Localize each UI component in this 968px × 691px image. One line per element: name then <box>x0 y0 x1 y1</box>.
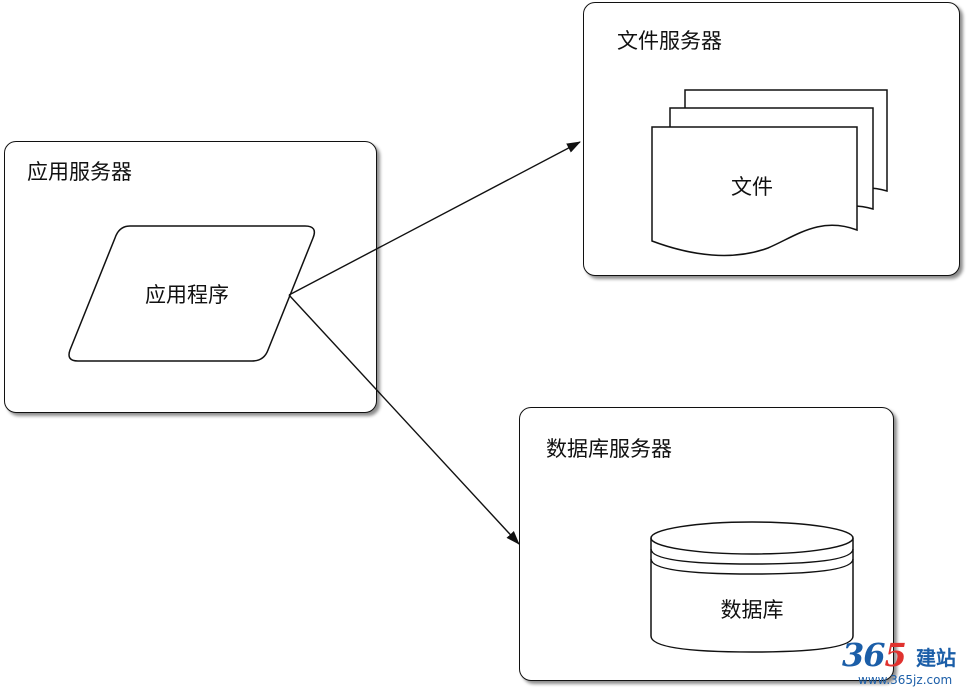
watermark-url: www.365jz.com <box>858 673 953 687</box>
database-cylinder <box>650 521 854 653</box>
database-label: 数据库 <box>720 598 784 622</box>
database-cylinder-band-2 <box>650 558 854 575</box>
watermark-digit: 3 <box>842 636 864 674</box>
file-label: 文件 <box>731 175 773 199</box>
watermark-logo: 365 建站 www.365jz.com <box>838 636 964 688</box>
file-document-stack <box>651 89 888 257</box>
watermark-digit: 6 <box>863 636 885 674</box>
watermark-digits: 365 <box>842 636 907 674</box>
database-cylinder-body <box>650 538 854 653</box>
arrow-to-db-server <box>288 294 520 545</box>
app-server-title: 应用服务器 <box>27 160 132 184</box>
watermark-text: 建站 <box>916 646 956 670</box>
file-document-front <box>651 126 858 257</box>
application-program-shape <box>68 225 316 362</box>
db-server-title: 数据库服务器 <box>546 437 672 461</box>
arrow-to-file-server <box>288 141 581 296</box>
application-program-label: 应用程序 <box>145 283 229 307</box>
file-server-title: 文件服务器 <box>617 29 722 53</box>
database-cylinder-top <box>650 521 854 555</box>
watermark-digit: 5 <box>884 636 907 674</box>
database-cylinder-band-1 <box>650 548 854 565</box>
